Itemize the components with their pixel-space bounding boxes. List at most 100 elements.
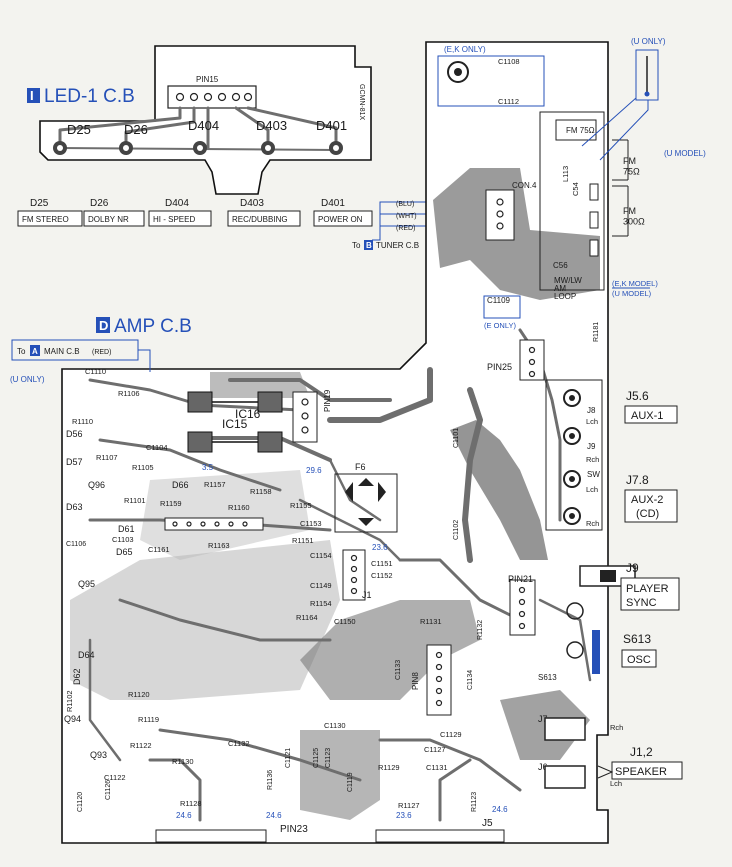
wire-wht: (WHT) — [396, 213, 417, 220]
ref-s613: S613 — [538, 673, 557, 682]
jack-fn-sync: SYNC — [626, 597, 657, 609]
ref-r1132: R1132 — [477, 620, 484, 640]
legend-ref-d25: D25 — [30, 198, 49, 209]
ref-c1161: C1161 — [148, 545, 170, 554]
ref-j1: J6 — [538, 762, 548, 772]
ref-r1122: R1122 — [130, 741, 152, 750]
ref-d65: D65 — [116, 547, 133, 557]
pin19-label: PIN21 — [508, 574, 533, 584]
led-d25 — [53, 141, 67, 155]
am-label: AM — [554, 284, 566, 293]
c1109-box — [483, 295, 521, 319]
antenna-area — [437, 49, 659, 319]
volt-6: 23.6 — [396, 811, 412, 820]
tuner-link-prefix: To — [352, 241, 361, 250]
legend-ref-d401: D401 — [321, 198, 345, 209]
pin15-pins — [175, 92, 253, 102]
main-link-prefix: To — [17, 347, 26, 356]
legend-fn-d401: POWER ON — [318, 215, 363, 224]
volt-1: 3.5 — [202, 463, 214, 472]
led-d26 — [119, 141, 133, 155]
legend-ref-d404: D404 — [165, 198, 189, 209]
pin23-label: PIN19 — [323, 389, 332, 412]
ref-r1119: R1119 — [138, 715, 159, 724]
jack-fn-aux2: AUX-2 — [631, 494, 663, 506]
jack-fn-speaker: SPEAKER — [615, 766, 667, 778]
ref-c1151: C1151 — [371, 559, 393, 568]
ref-r1107: R1107 — [96, 453, 118, 462]
ref-c1110: C1110 — [85, 367, 106, 376]
ref-r1127: R1127 — [398, 801, 420, 810]
s613-switch — [592, 630, 600, 674]
ek-model-note: (E,K MODEL) — [612, 279, 658, 288]
aux1-rch: Rch — [586, 455, 599, 464]
j1-socket — [544, 765, 586, 789]
u-only-note-top: (U ONLY) — [631, 37, 666, 46]
pin8-label: J1 — [362, 590, 372, 600]
jack-fn-cd: (CD) — [636, 508, 659, 520]
ref-r1123: R1123 — [471, 792, 478, 812]
volt-4: 24.6 — [176, 811, 192, 820]
led-section-letter: I — [30, 88, 34, 103]
ref-q93: Q93 — [90, 750, 107, 760]
fuse-f6 — [187, 431, 283, 453]
ref-r1120: R1120 — [128, 690, 150, 699]
ref-l113: L113 — [561, 166, 570, 182]
pin21-label: PIN8 — [411, 672, 420, 690]
ref-c1131: C1131 — [426, 763, 448, 772]
ref-j7: SW — [587, 470, 600, 479]
fuse-f5-label: IC16 — [235, 407, 261, 421]
volt-2: 29.6 — [306, 466, 322, 475]
ref-r1130: R1130 — [172, 757, 194, 766]
ref-c1102: C1102 — [453, 520, 460, 540]
pin8-connector — [342, 549, 366, 601]
legend-fn-d404: HI - SPEED — [153, 215, 195, 224]
ref-r1131: R1131 — [420, 617, 442, 626]
ref-c1119: C1119 — [347, 772, 354, 792]
ref-c1109: C1109 — [487, 296, 511, 305]
ref-c1152: C1152 — [371, 571, 393, 580]
component-labels: C1110 R1106 R1110 D56 D57 R1107 C1104 R1… — [64, 57, 600, 812]
tuner-link-letter: B — [366, 241, 372, 250]
legend-fn-d403: REC/DUBBING — [232, 215, 288, 224]
board-code-label: GCMN-81X — [358, 84, 365, 121]
ref-c1149: C1149 — [310, 581, 332, 590]
ref-r1128: R1128 — [180, 799, 202, 808]
ref-c1126: C1126 — [105, 780, 112, 800]
ref-r1164: R1164 — [296, 613, 318, 622]
volt-5: 24.6 — [266, 811, 282, 820]
amp-section-letter: D — [99, 318, 108, 333]
ref-j2: J7 — [538, 714, 548, 724]
amp-section-marker — [96, 317, 110, 333]
led-legend: D25 D26 D404 D403 D401 FM STEREO DOLBY N… — [17, 198, 373, 227]
ref-c1101: C1101 — [453, 428, 460, 448]
main-link-wire: (RED) — [92, 349, 111, 356]
jack-fn-aux1: AUX-1 — [631, 410, 663, 422]
ic16-label: PIN23 — [280, 824, 308, 835]
board-ref-d404: D404 — [188, 118, 219, 133]
fm75-pcb-label: FM 75Ω — [566, 126, 595, 135]
jack-ref-j12: J1,2 — [630, 745, 653, 759]
ref-q96: Q96 — [88, 480, 105, 490]
jack-ref-j78: J7.8 — [626, 473, 649, 487]
volt-3: 23.6 — [372, 543, 388, 552]
jack-fn-player: PLAYER — [626, 583, 669, 595]
ref-c1154: C1154 — [310, 551, 332, 560]
ref-d62: D62 — [72, 668, 82, 685]
led-board-outline — [39, 45, 372, 195]
ref-r1159: R1159 — [160, 499, 182, 508]
ref-q94: Q94 — [64, 714, 81, 724]
ref-r1106: R1106 — [118, 389, 140, 398]
loop-label: LOOP — [554, 292, 576, 301]
ref-c1125: C1125 — [313, 748, 320, 768]
ref-c1104: C1104 — [146, 443, 168, 452]
ref-c54: C54 — [571, 182, 580, 196]
led-d401 — [329, 141, 343, 155]
jack-ref-j9: J9 — [626, 561, 639, 575]
ref-r1158: R1158 — [250, 487, 272, 496]
tuner-link-label: TUNER C.B — [376, 241, 419, 250]
main-link-letter: A — [32, 347, 38, 356]
amp-u-only-note: (U ONLY) — [10, 375, 45, 384]
aux1-lch: Lch — [586, 417, 598, 426]
